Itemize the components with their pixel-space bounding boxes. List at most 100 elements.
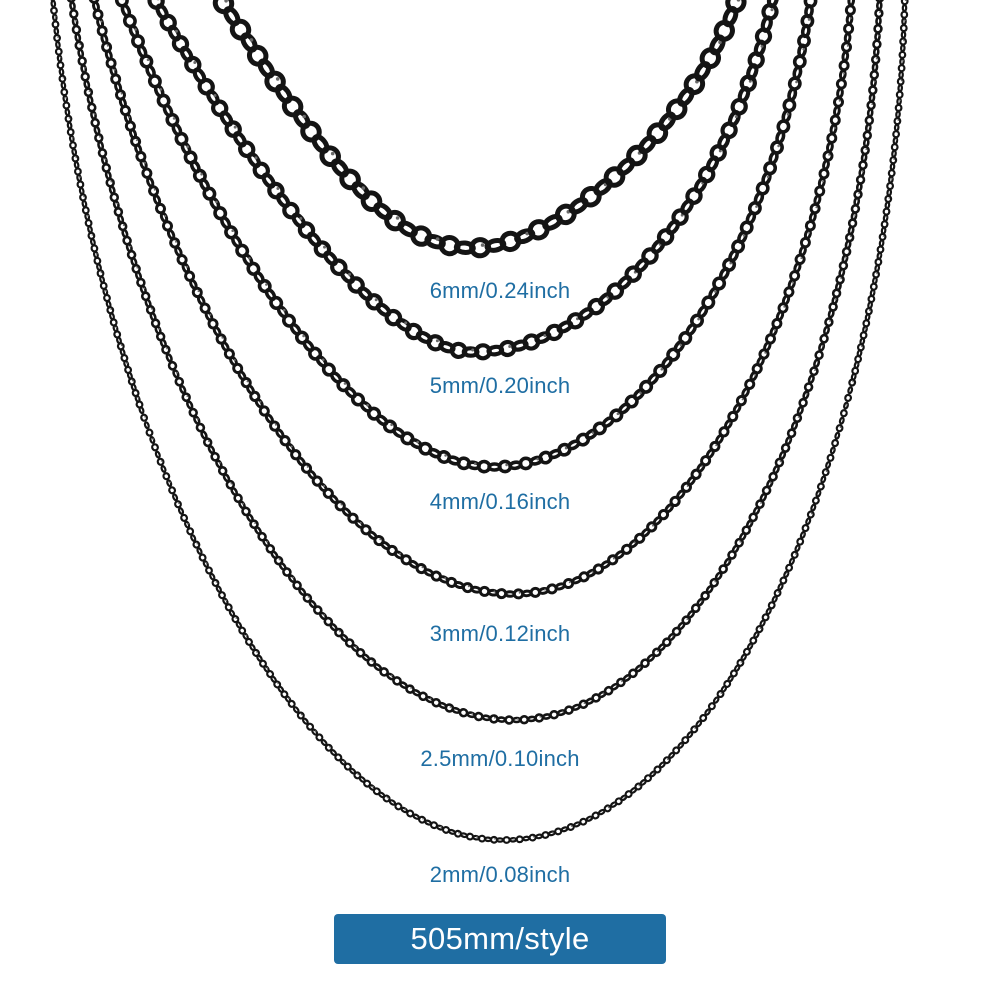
chain-link-highlight <box>532 835 535 838</box>
chain-link-highlight <box>742 234 746 237</box>
chain-link-highlight <box>607 806 610 809</box>
chain-link-highlight <box>197 290 200 293</box>
chain-link <box>766 0 779 9</box>
chain-link <box>495 837 505 843</box>
chain-link-highlight <box>777 591 780 593</box>
chain-link <box>801 524 810 533</box>
chain-link-highlight <box>143 287 146 290</box>
chain-link-highlight <box>808 231 811 234</box>
chain-link <box>899 57 905 66</box>
chain-link <box>196 547 203 556</box>
chain-link <box>872 39 882 50</box>
chain-link-highlight <box>277 682 279 685</box>
chain-link <box>53 27 60 36</box>
chain-link-highlight <box>825 470 828 473</box>
chain-link <box>875 16 882 26</box>
chain-link-highlight <box>444 454 447 457</box>
chain-link-highlight <box>667 758 669 761</box>
chain-link-highlight <box>802 47 805 51</box>
chain-link <box>172 493 179 502</box>
chain-link-highlight <box>734 115 738 119</box>
chain-link <box>829 114 841 126</box>
chain-link <box>64 108 71 117</box>
chain-link <box>151 443 159 452</box>
chain-link-highlight <box>612 557 615 560</box>
chain-link-highlight <box>153 188 156 191</box>
chain-link <box>53 33 62 43</box>
chain-link <box>893 117 902 126</box>
chain-link-highlight <box>205 562 208 564</box>
chain-link <box>892 136 899 145</box>
chain-link <box>870 54 881 65</box>
chain-link-highlight <box>652 772 655 774</box>
chain-link <box>725 0 747 14</box>
chain-link <box>869 70 880 80</box>
chain-link-highlight <box>568 581 571 584</box>
chain-link-highlight <box>903 39 905 42</box>
chain-link <box>871 62 879 73</box>
chain-link-highlight <box>862 170 864 173</box>
chain-link <box>886 181 895 191</box>
chain-link-highlight <box>814 369 816 372</box>
chain-link-highlight <box>800 257 803 260</box>
chain-link <box>799 530 806 539</box>
chain-link-highlight <box>421 566 424 569</box>
chain-2mm <box>48 0 909 844</box>
chain-link <box>826 132 838 144</box>
chain-link-highlight <box>616 412 620 416</box>
chain-link-highlight <box>113 68 116 71</box>
chain-link-highlight <box>288 697 290 699</box>
chain-link-highlight <box>135 139 138 142</box>
chain-link <box>69 1 76 11</box>
chain-link <box>873 23 883 34</box>
chain-link-highlight <box>330 151 335 156</box>
chain-link-highlight <box>245 634 248 637</box>
chain-link-highlight <box>371 660 374 662</box>
chain-link <box>79 193 87 202</box>
chain-link <box>695 720 703 728</box>
chain-link <box>301 717 309 725</box>
chain-link <box>68 134 75 143</box>
chain-link-highlight <box>176 371 178 374</box>
chain-link-highlight <box>174 29 178 33</box>
chain-link-highlight <box>379 538 382 541</box>
chain-link-highlight <box>215 200 218 204</box>
chain-link-highlight <box>570 825 573 827</box>
chain-link <box>890 143 899 152</box>
chain-link <box>843 32 852 44</box>
chain-link-highlight <box>160 460 163 462</box>
chain-link <box>60 88 69 97</box>
chain-link-highlight <box>686 618 689 620</box>
chain-link <box>814 350 824 360</box>
chain-link-highlight <box>897 119 900 121</box>
chain-link-highlight <box>193 61 197 64</box>
chain-link <box>145 428 154 437</box>
chain-link <box>62 101 71 110</box>
chain-link-highlight <box>815 206 818 209</box>
chain-link-highlight <box>178 502 180 505</box>
chain-link-highlight <box>623 796 626 798</box>
chain-link <box>186 400 194 410</box>
chain-link <box>835 78 847 90</box>
chain-link <box>58 67 65 76</box>
chain-link-highlight <box>807 18 811 21</box>
chain-link-highlight <box>552 831 554 834</box>
chain-link-highlight <box>508 345 512 348</box>
chain-link-highlight <box>806 393 808 395</box>
chain-link <box>296 711 305 720</box>
chain-link-highlight <box>810 512 813 515</box>
chain-link-highlight <box>900 79 903 82</box>
chain-link <box>899 44 906 53</box>
chain-link-highlight <box>779 460 782 463</box>
chain-link-highlight <box>895 139 898 141</box>
chain-link <box>156 457 165 466</box>
chain-link-highlight <box>254 156 258 160</box>
chain-link-highlight <box>471 348 475 352</box>
chain-link-highlight <box>209 313 212 316</box>
chain-link-highlight <box>416 440 420 444</box>
chain-link <box>177 507 185 515</box>
chain-link-highlight <box>254 522 256 524</box>
chain-link <box>66 128 75 137</box>
chain-link-highlight <box>302 114 307 119</box>
chain-link-highlight <box>849 235 852 238</box>
